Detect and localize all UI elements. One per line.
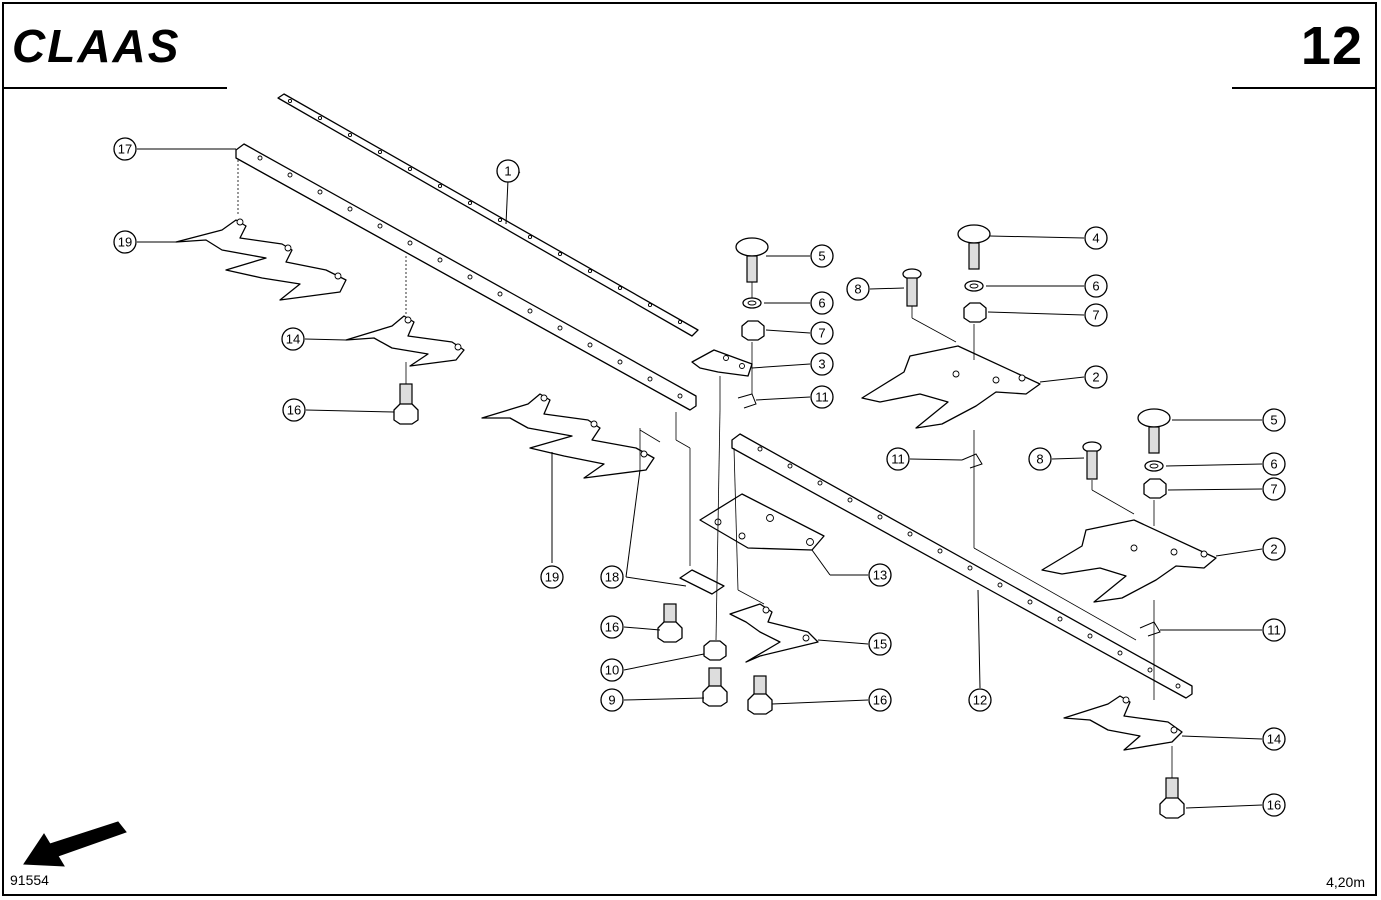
- svg-text:16: 16: [287, 403, 301, 418]
- svg-text:16: 16: [873, 693, 887, 708]
- svg-text:14: 14: [1267, 732, 1281, 747]
- assembly-lines: [237, 160, 1173, 778]
- part-2-guard-upper: [861, 345, 1041, 429]
- part-2-guard-lower: [1041, 519, 1217, 603]
- callout-9: 9: [600, 688, 624, 712]
- part-14-knife-left: [345, 315, 465, 367]
- callout-11-b: 11: [886, 447, 910, 471]
- svg-text:9: 9: [608, 693, 615, 708]
- callout-4: 4: [1084, 226, 1108, 250]
- svg-text:14: 14: [286, 332, 300, 347]
- part-17-bar: [235, 143, 697, 411]
- svg-text:7: 7: [1092, 308, 1099, 323]
- callout-6-a: 6: [810, 291, 834, 315]
- svg-text:12: 12: [973, 693, 987, 708]
- svg-text:7: 7: [818, 326, 825, 341]
- callout-14-right: 14: [1262, 727, 1286, 751]
- svg-text:6: 6: [1092, 279, 1099, 294]
- claas-logo: CLAAS: [12, 20, 180, 70]
- svg-text:6: 6: [818, 296, 825, 311]
- part-1-strip: [277, 93, 699, 337]
- callout-8-lower: 8: [1028, 447, 1052, 471]
- callout-1: 1: [496, 159, 520, 183]
- callout-2-lower: 2: [1262, 537, 1286, 561]
- callout-3: 3: [810, 352, 834, 376]
- svg-text:2: 2: [1092, 370, 1099, 385]
- part-15-knife: [729, 603, 819, 663]
- part-13-plate: [699, 493, 825, 551]
- svg-text:11: 11: [815, 390, 829, 405]
- header-rule-left: [2, 87, 227, 89]
- callout-5-upper: 5: [810, 244, 834, 268]
- callouts: 1 2 2 3 4 5 5 6 6 6 7 7 7 8 8 9 10 11 11…: [113, 137, 1286, 817]
- callout-15: 15: [868, 632, 892, 656]
- callout-6-c: 6: [1262, 452, 1286, 476]
- svg-text:17: 17: [118, 142, 132, 157]
- callout-5-lower: 5: [1262, 408, 1286, 432]
- svg-text:5: 5: [818, 249, 825, 264]
- part-14-knife-right: [1063, 695, 1183, 751]
- callout-18: 18: [600, 565, 624, 589]
- svg-text:19: 19: [118, 235, 132, 250]
- svg-text:6: 6: [1270, 457, 1277, 472]
- svg-text:2: 2: [1270, 542, 1277, 557]
- strip-holes: [287, 98, 683, 325]
- callout-7-a: 7: [810, 321, 834, 345]
- svg-text:18: 18: [605, 570, 619, 585]
- svg-text:1: 1: [504, 164, 511, 179]
- drawing-number: 91554: [10, 872, 49, 888]
- svg-text:16: 16: [605, 620, 619, 635]
- callout-2-upper: 2: [1084, 365, 1108, 389]
- svg-text:11: 11: [891, 452, 905, 467]
- hardware-fasteners: [393, 224, 1185, 819]
- callout-17: 17: [113, 137, 137, 161]
- callout-16-d: 16: [1262, 793, 1286, 817]
- callout-19-lower: 19: [540, 565, 564, 589]
- callout-11-a: 11: [810, 385, 834, 409]
- svg-text:5: 5: [1270, 413, 1277, 428]
- callout-7-b: 7: [1084, 303, 1108, 327]
- svg-text:11: 11: [1267, 623, 1281, 638]
- leader-lines: [137, 148, 1263, 809]
- part-19-knife-lower: [481, 393, 655, 479]
- callout-13: 13: [868, 563, 892, 587]
- svg-text:8: 8: [854, 282, 861, 297]
- svg-text:19: 19: [545, 570, 559, 585]
- part-12-bar: [731, 433, 1193, 699]
- svg-text:7: 7: [1270, 482, 1277, 497]
- callout-6-b: 6: [1084, 274, 1108, 298]
- callout-16-b: 16: [600, 615, 624, 639]
- cutting-width-label: 4,20m: [1326, 874, 1365, 890]
- callout-7-c: 7: [1262, 477, 1286, 501]
- callout-16-c: 16: [868, 688, 892, 712]
- part-3-clip: [691, 349, 753, 377]
- part-18-clip: [679, 569, 725, 595]
- callout-12: 12: [968, 688, 992, 712]
- svg-text:10: 10: [605, 663, 619, 678]
- svg-text:4: 4: [1092, 231, 1099, 246]
- callout-19-upper: 19: [113, 230, 137, 254]
- svg-text:15: 15: [873, 637, 887, 652]
- callout-14-left: 14: [281, 327, 305, 351]
- callout-16-a: 16: [282, 398, 306, 422]
- page-number: 12: [1300, 16, 1363, 76]
- part-19-knife-upper: [175, 218, 347, 301]
- svg-text:3: 3: [818, 357, 825, 372]
- callout-10: 10: [600, 658, 624, 682]
- direction-arrow-icon: [23, 821, 127, 867]
- svg-text:8: 8: [1036, 452, 1043, 467]
- callout-11-c: 11: [1262, 618, 1286, 642]
- svg-text:16: 16: [1267, 798, 1281, 813]
- callout-8-upper: 8: [846, 277, 870, 301]
- brand-text: CLAAS: [12, 20, 180, 70]
- header-rule-right: [1232, 87, 1377, 89]
- svg-text:13: 13: [873, 568, 887, 583]
